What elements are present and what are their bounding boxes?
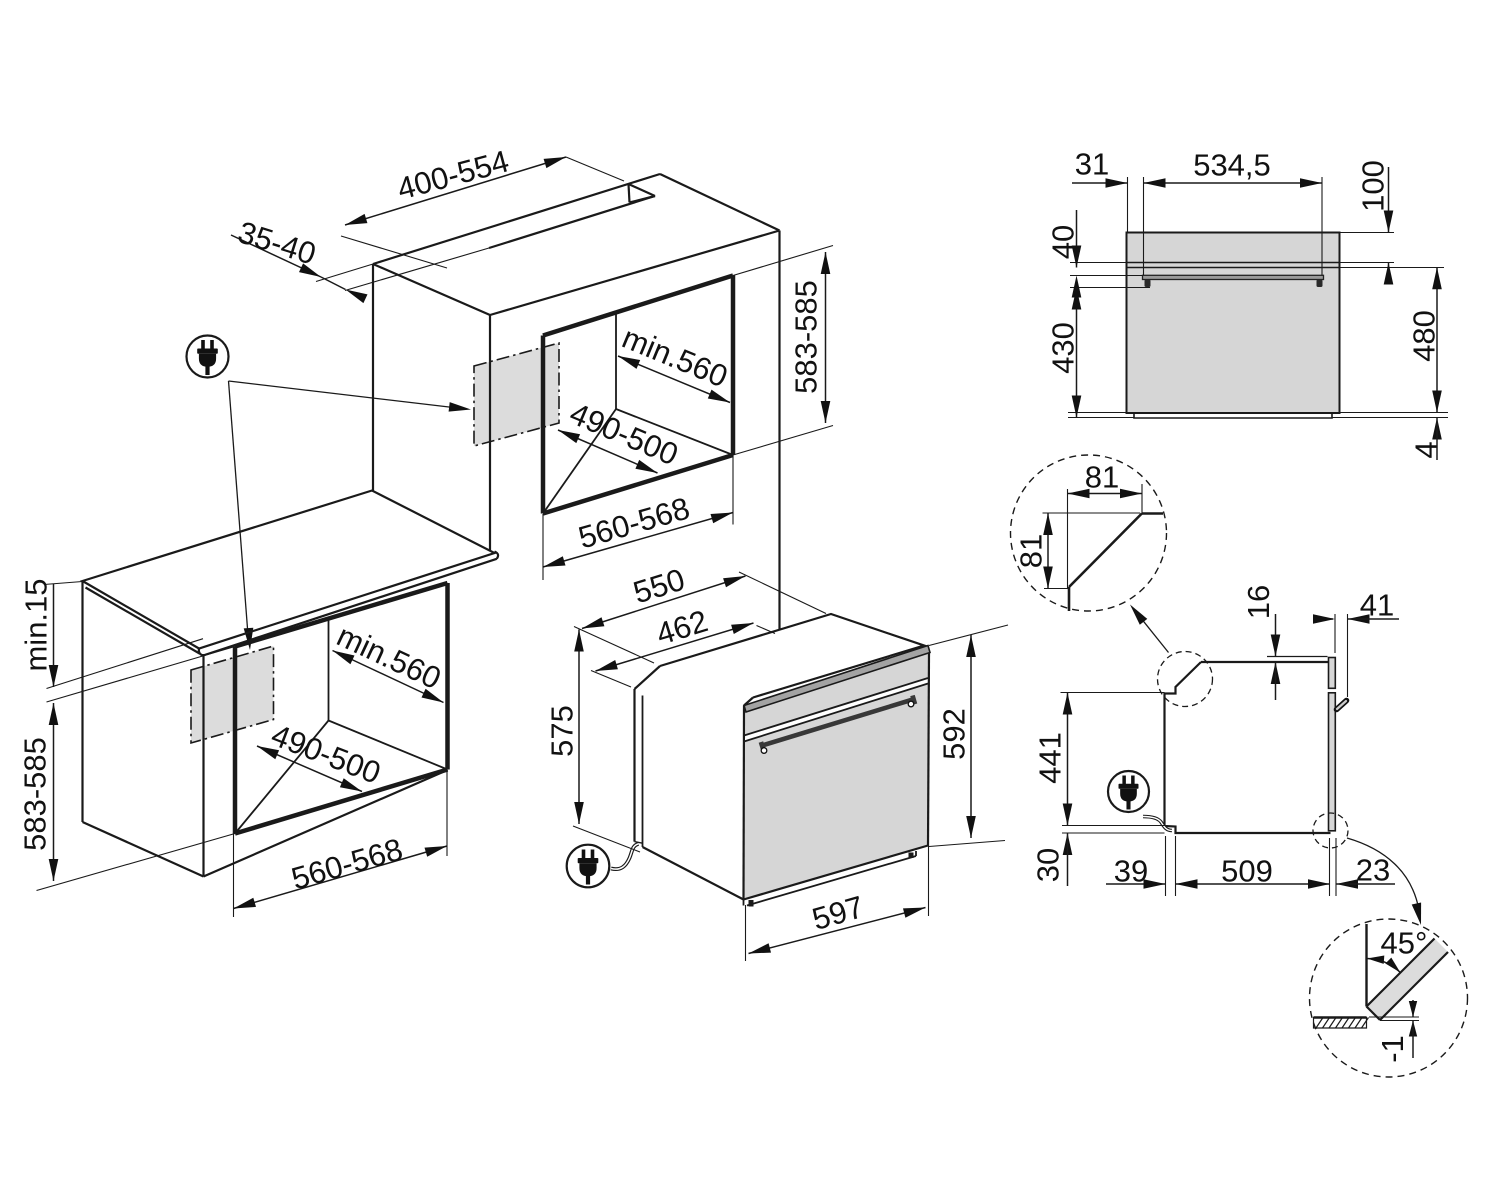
svg-text:480: 480 — [1407, 310, 1442, 362]
svg-text:23: 23 — [1356, 853, 1390, 888]
svg-text:509: 509 — [1221, 854, 1273, 889]
svg-text:45°: 45° — [1381, 926, 1428, 961]
svg-text:441: 441 — [1033, 732, 1068, 784]
svg-text:30: 30 — [1031, 848, 1066, 882]
svg-text:430: 430 — [1046, 322, 1081, 374]
svg-text:-1: -1 — [1375, 1035, 1410, 1063]
svg-text:81: 81 — [1085, 460, 1119, 495]
svg-text:583-585: 583-585 — [18, 737, 53, 851]
svg-text:16: 16 — [1241, 585, 1276, 619]
svg-text:39: 39 — [1114, 854, 1148, 889]
svg-text:4: 4 — [1409, 441, 1444, 458]
svg-text:81: 81 — [1014, 534, 1049, 568]
svg-text:592: 592 — [937, 708, 972, 760]
svg-text:534,5: 534,5 — [1193, 148, 1271, 183]
svg-text:100: 100 — [1356, 160, 1391, 212]
svg-text:min.15: min.15 — [19, 578, 54, 671]
svg-text:31: 31 — [1075, 147, 1109, 182]
svg-text:575: 575 — [545, 705, 580, 757]
svg-text:583-585: 583-585 — [789, 280, 824, 394]
